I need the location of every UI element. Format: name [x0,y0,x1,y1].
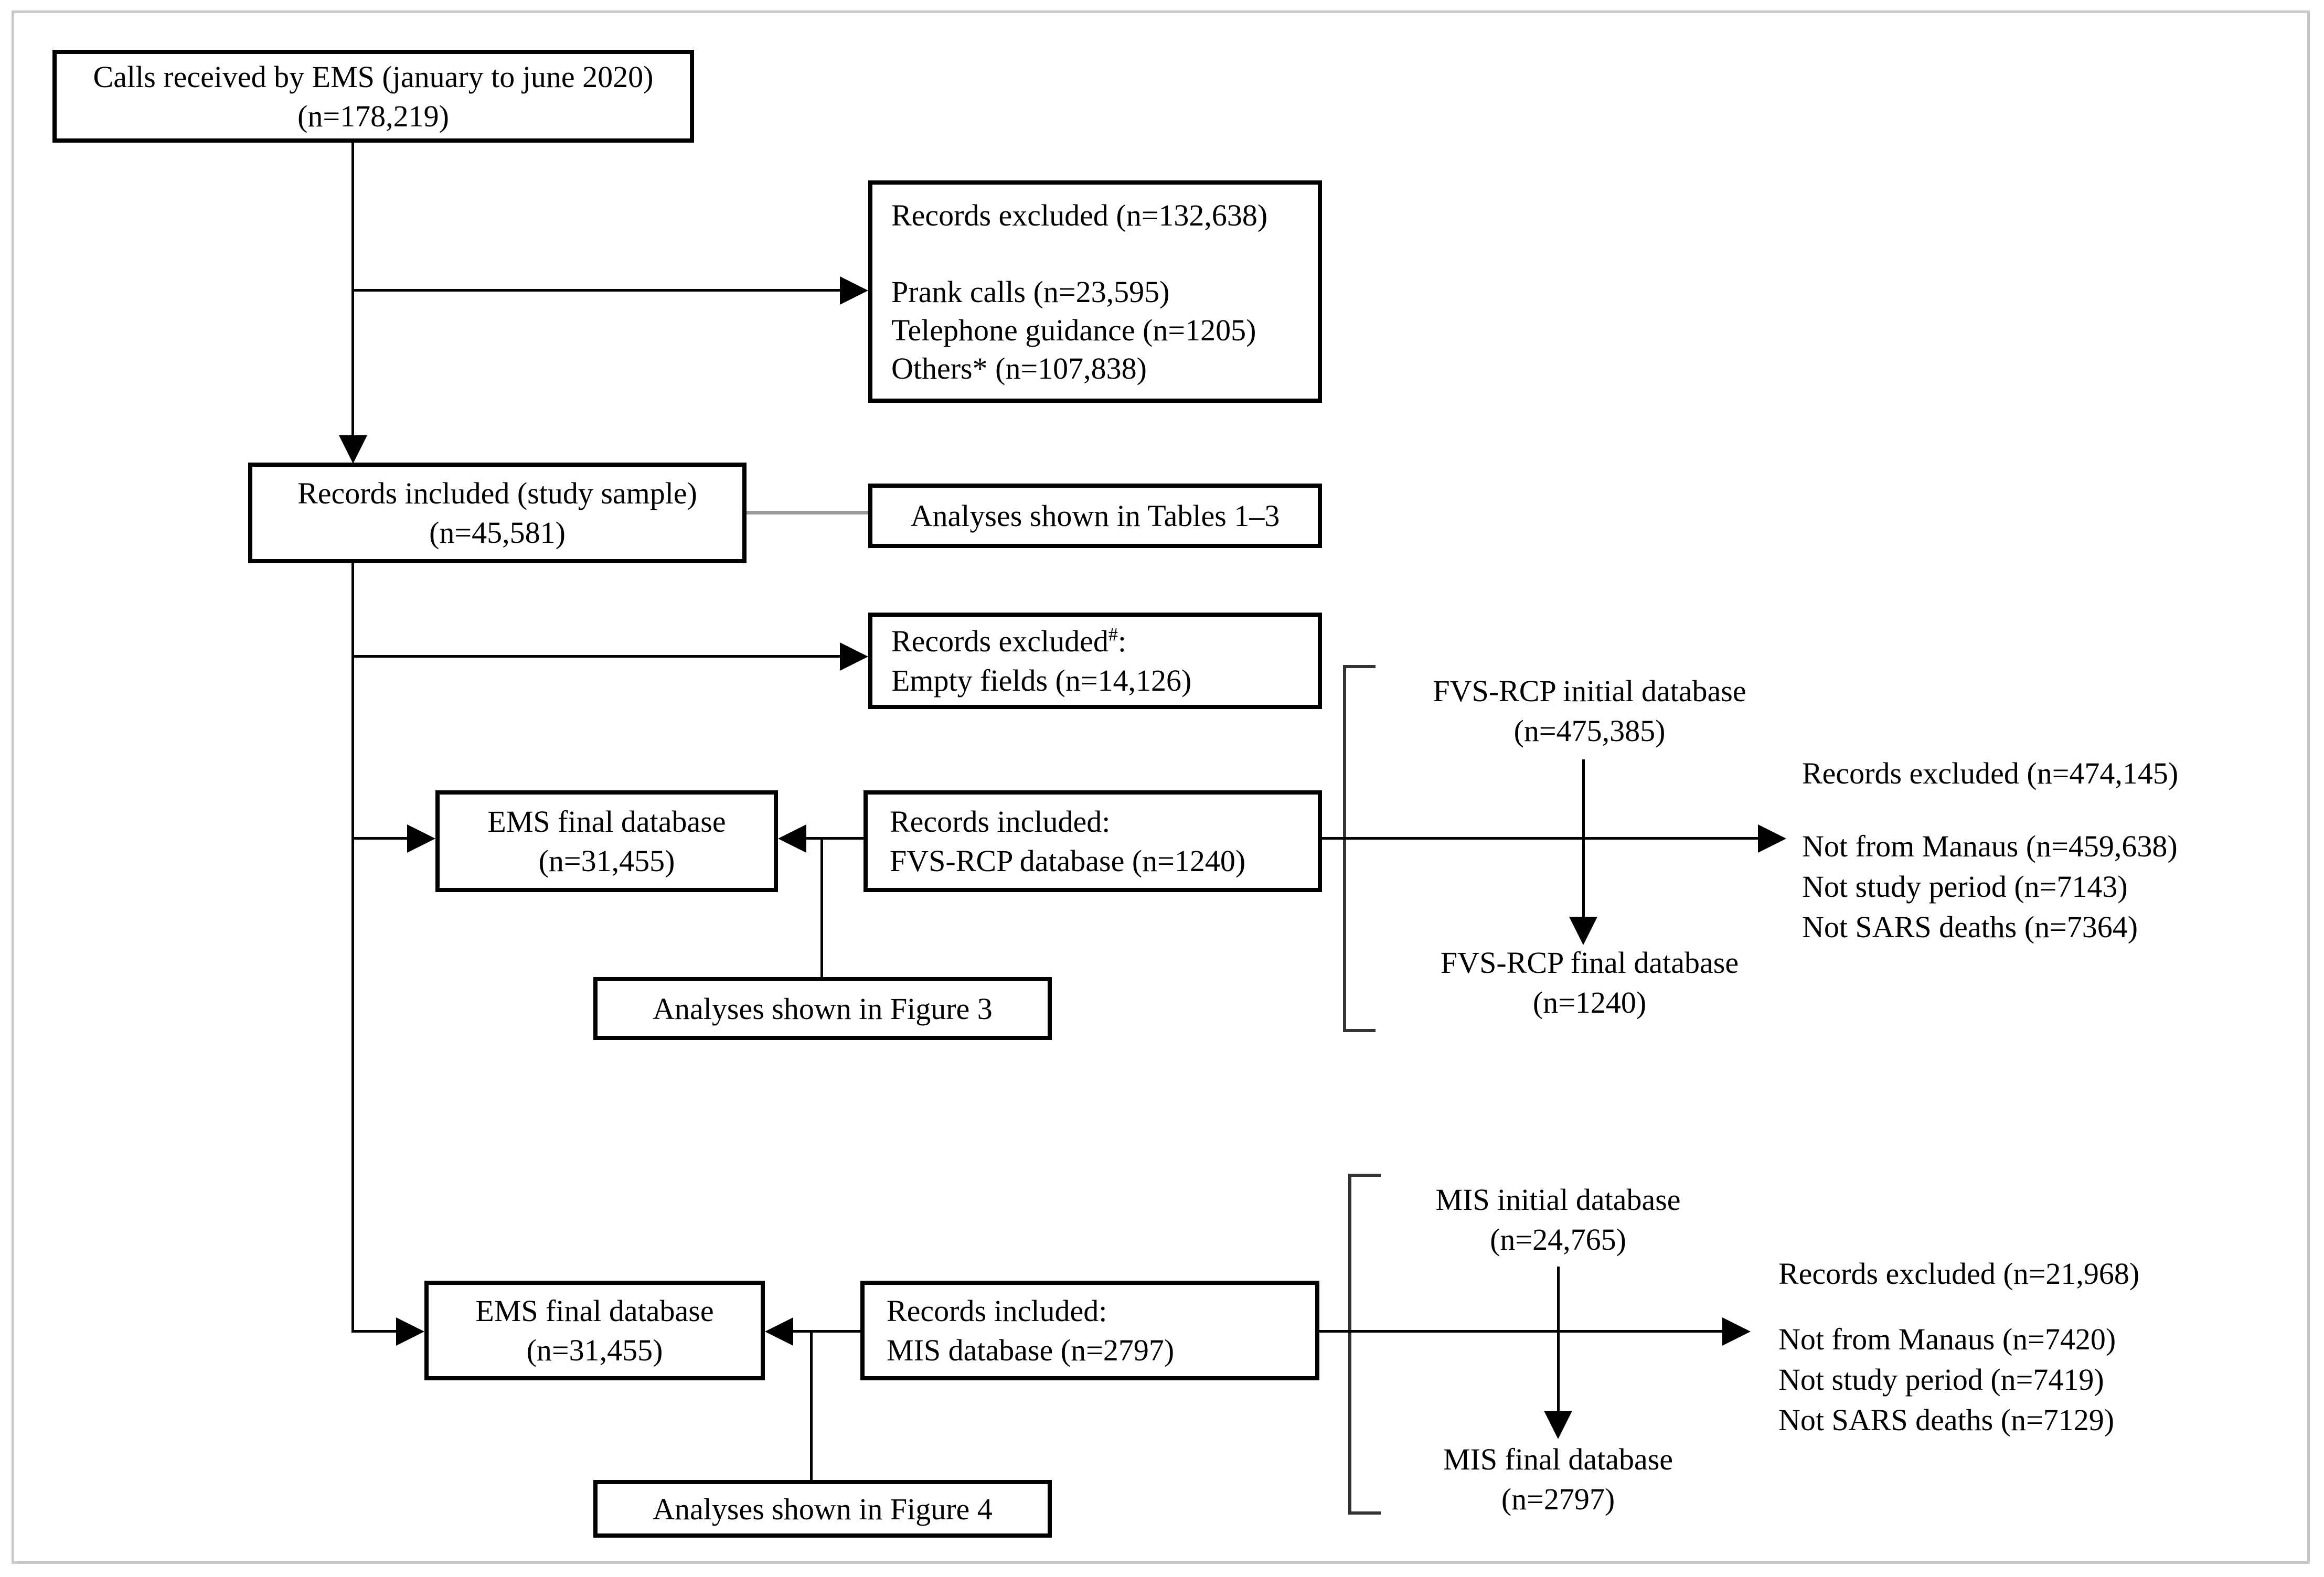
arrowhead-into-ems-final-2 [396,1317,424,1346]
fvs-initial-database-text: FVS-RCP initial database (n=475,385) [1433,674,1746,748]
excluded-empty-line1: Records excluded#: [891,624,1127,658]
mis-excluded-item: Not study period (n=7419) [1778,1363,2104,1397]
excluded-calls-item: Prank calls (n=23,595) [891,274,1170,309]
hash-superscript: # [1108,624,1118,645]
excluded-calls-item: Telephone guidance (n=1205) [891,313,1256,347]
ems-final-1-line2: (n=31,455) [538,844,675,878]
box-records-excluded-calls: Records excluded (n=132,638) Prank calls… [868,180,1322,403]
connector-to-mis-exclusions [1319,1330,1724,1333]
mis-initial-database-text: MIS initial database (n=24,765) [1435,1183,1681,1257]
connector-mis-records-to-ems [793,1330,860,1333]
box-analyses-figure4: Analyses shown in Figure 4 [593,1480,1052,1538]
connector-included-to-analyses-tables [747,511,868,514]
fvs-excluded-header: Records excluded (n=474,145) [1802,756,2179,790]
arrowhead-into-mis-exclusions [1722,1317,1751,1346]
ems-final-2-line2: (n=31,455) [526,1333,663,1367]
fvs-final-database-text: FVS-RCP final database (n=1240) [1440,946,1739,1020]
connector-to-fvs-exclusions [1322,837,1760,840]
records-included-line2: (n=45,581) [429,516,566,550]
ems-final-1-line1: EMS final database [487,804,726,839]
connector-fvs-records-to-ems [806,837,863,840]
arrowhead-into-ems-final-1-right [778,824,806,853]
mis-excluded-header: Records excluded (n=21,968) [1778,1257,2140,1291]
fvs-excluded-item: Not from Manaus (n=459,638) [1802,829,2178,863]
connector-drop-to-figure3 [820,840,823,977]
arrowhead-into-fvs-exclusions [1758,824,1786,853]
connector-trunk [351,563,354,1333]
excluded-empty-line2: Empty fields (n=14,126) [891,663,1192,698]
arrowhead-down-into-mis-final [1544,1411,1572,1439]
box-analyses-tables: Analyses shown in Tables 1–3 [868,484,1322,548]
box-calls-received: Calls received by EMS (january to june 2… [52,50,694,143]
arrowhead-into-excluded-calls [840,276,868,305]
fvs-bracket [1343,665,1376,1032]
records-included-line1: Records included (study sample) [297,476,697,510]
box-records-included-mis: Records included: MIS database (n=2797) [860,1281,1319,1380]
arrowhead-into-ems-final-1 [407,824,435,853]
analyses-figure4-label: Analyses shown in Figure 4 [653,1492,993,1526]
arrowhead-down-into-fvs-final [1569,917,1597,945]
box-calls-received-line2: (n=178,219) [297,99,449,133]
records-included-fvs-line2: FVS-RCP database (n=1240) [890,844,1246,878]
box-records-included-study-sample: Records included (study sample) (n=45,58… [248,463,747,563]
box-analyses-figure3: Analyses shown in Figure 3 [593,977,1052,1040]
records-included-fvs-line1: Records included: [890,804,1111,839]
connector-branch-to-ems-final-1 [353,837,410,840]
excluded-calls-title: Records excluded (n=132,638) [891,198,1268,232]
box-ems-final-database-2: EMS final database (n=31,455) [424,1281,765,1380]
box-ems-final-database-1: EMS final database (n=31,455) [435,790,778,892]
connector-drop-to-figure4 [810,1333,813,1480]
fvs-excluded-item: Not study period (n=7143) [1802,870,2128,904]
excluded-calls-item: Others* (n=107,838) [891,351,1147,385]
arrowhead-into-excluded-empty [840,642,868,671]
mis-bracket [1348,1174,1381,1515]
analyses-tables-label: Analyses shown in Tables 1–3 [910,499,1280,533]
records-included-mis-line2: MIS database (n=2797) [887,1333,1175,1367]
connector-branch-to-excluded-calls [353,289,845,292]
mis-final-database-text: MIS final database (n=2797) [1443,1442,1673,1516]
figure-border [12,10,2310,1564]
records-included-mis-line1: Records included: [887,1294,1107,1328]
ems-final-2-line1: EMS final database [475,1294,714,1328]
box-records-excluded-empty: Records excluded#: Empty fields (n=14,12… [868,613,1322,709]
arrowhead-down-into-records-included [339,435,367,464]
fvs-excluded-items: Not from Manaus (n=459,638) Not study pe… [1802,826,2306,947]
connector-mis-initial-to-final [1557,1267,1560,1411]
analyses-figure3-label: Analyses shown in Figure 3 [653,991,993,1026]
connector-branch-to-excluded-empty [353,655,845,658]
connector-branch-to-ems-final-2 [353,1330,401,1333]
arrowhead-into-ems-final-2-right [765,1317,793,1346]
mis-excluded-item: Not SARS deaths (n=7129) [1778,1403,2115,1437]
mis-excluded-item: Not from Manaus (n=7420) [1778,1322,2116,1356]
fvs-excluded-item: Not SARS deaths (n=7364) [1802,910,2138,944]
box-records-included-fvs: Records included: FVS-RCP database (n=12… [863,790,1322,892]
box-calls-received-line1: Calls received by EMS (january to june 2… [93,59,654,94]
mis-excluded-items: Not from Manaus (n=7420) Not study perio… [1778,1319,2303,1440]
